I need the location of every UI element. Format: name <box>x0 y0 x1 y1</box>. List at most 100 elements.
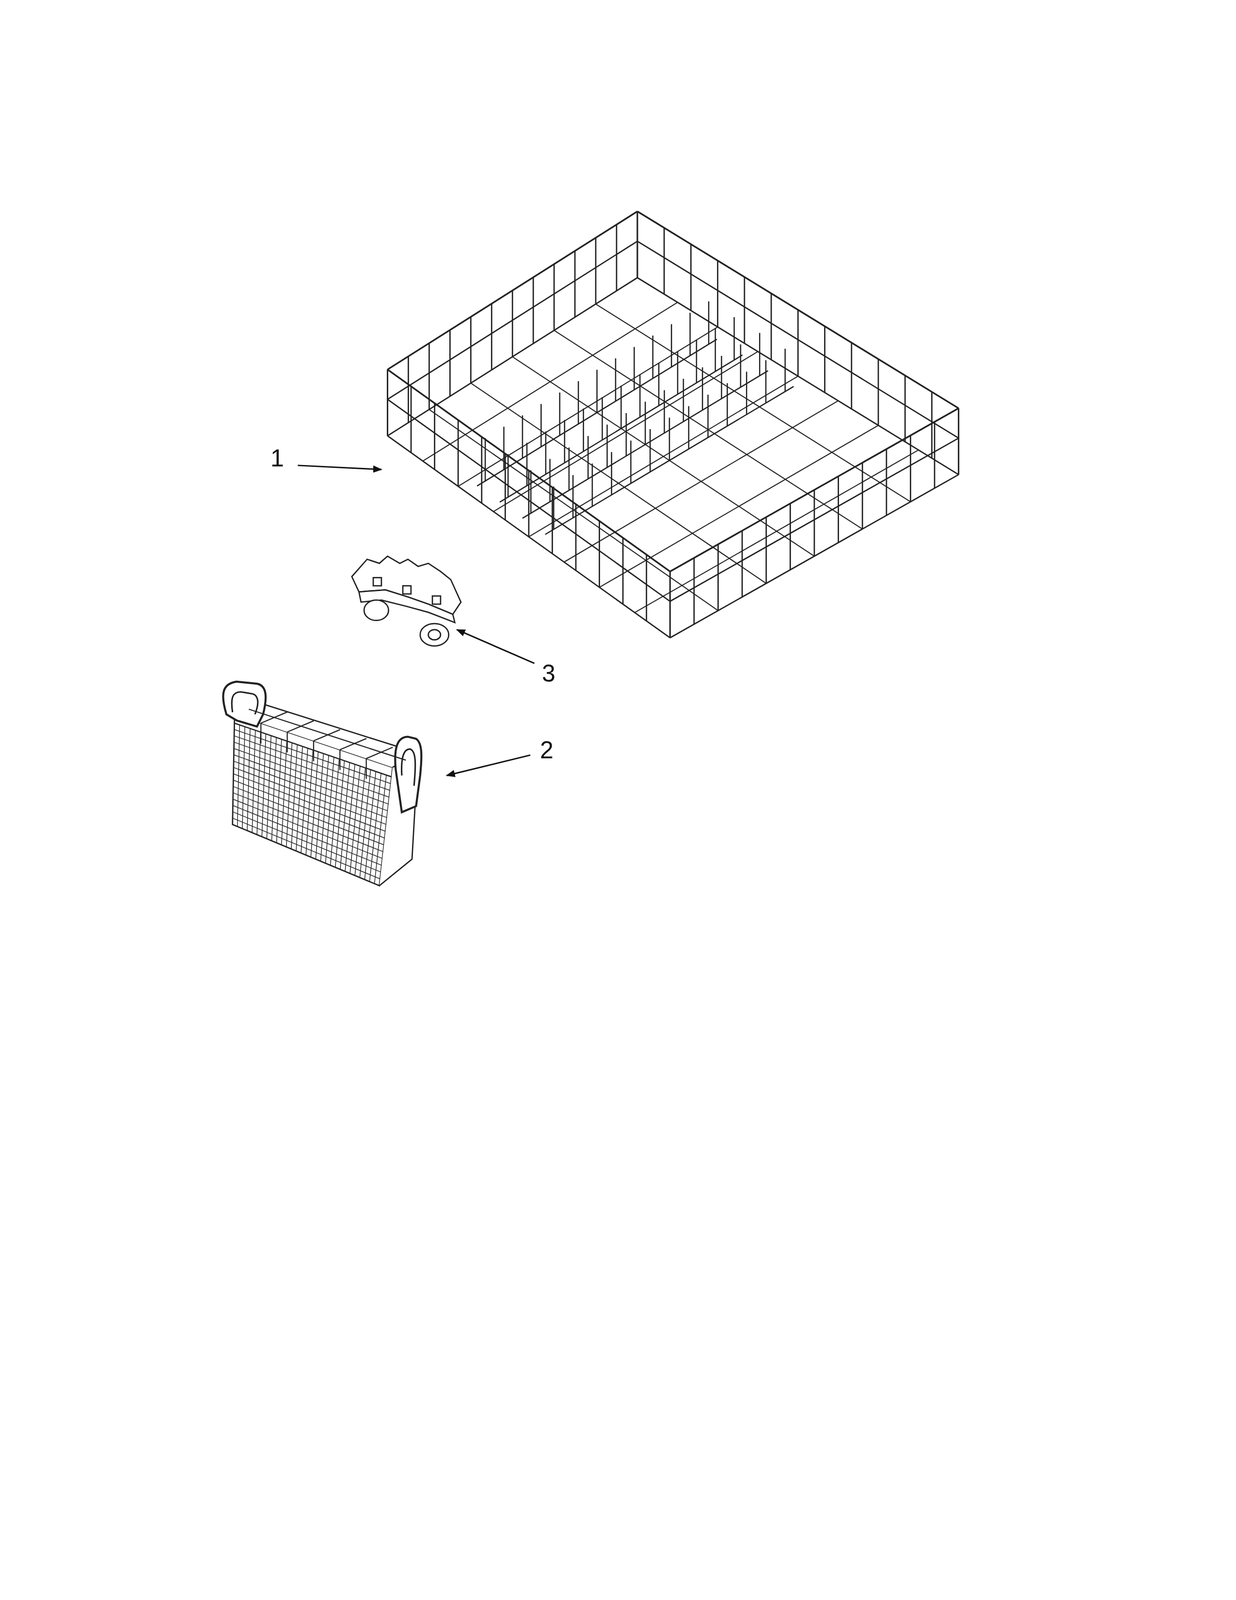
wire <box>286 731 288 753</box>
silverware-basket <box>222 681 422 886</box>
wire <box>595 303 911 502</box>
wire <box>386 369 389 436</box>
wire <box>670 324 673 367</box>
wire <box>957 408 960 475</box>
wire <box>797 309 799 377</box>
wire <box>707 394 709 438</box>
rack-roller <box>351 555 461 646</box>
wire <box>407 356 410 423</box>
wire <box>572 475 574 518</box>
callout-number: 3 <box>539 660 558 687</box>
wire <box>717 544 719 611</box>
wire <box>957 408 960 475</box>
wire <box>601 396 603 440</box>
wire <box>622 537 624 604</box>
wire <box>663 390 666 433</box>
wire <box>637 241 959 439</box>
wire <box>532 277 535 344</box>
wire <box>934 421 936 489</box>
wire <box>636 211 639 278</box>
wire <box>365 758 367 779</box>
wire <box>765 360 767 403</box>
wire <box>428 409 718 611</box>
wire <box>598 521 601 588</box>
wire <box>540 403 542 447</box>
wire <box>741 530 744 598</box>
wire <box>499 354 743 503</box>
wire <box>551 487 554 554</box>
wire <box>616 224 618 291</box>
wire <box>232 817 381 879</box>
wire <box>545 386 794 535</box>
wire <box>784 348 787 392</box>
wire <box>861 462 864 529</box>
wire <box>339 749 341 770</box>
wire <box>587 435 589 479</box>
wire <box>688 406 690 449</box>
leader-lines <box>297 465 535 776</box>
wire <box>770 293 773 360</box>
wire <box>504 453 507 521</box>
wire <box>491 303 493 370</box>
callout-number: 2 <box>538 736 556 763</box>
wire <box>260 723 262 744</box>
wire <box>387 369 671 572</box>
wire <box>387 241 638 400</box>
wire <box>559 392 561 436</box>
wire <box>633 347 635 390</box>
wire <box>765 517 767 584</box>
wire <box>410 386 412 453</box>
wire <box>644 401 647 444</box>
wire <box>528 470 530 537</box>
wire <box>554 330 863 529</box>
wire <box>503 426 505 470</box>
wire <box>564 419 566 463</box>
wire <box>658 362 660 406</box>
lower-rack <box>387 211 959 638</box>
wire <box>645 554 648 621</box>
wire <box>522 370 769 519</box>
callout-number: 1 <box>268 444 286 472</box>
wire <box>507 454 509 497</box>
wire <box>636 211 639 278</box>
wire <box>522 415 524 459</box>
wire <box>630 440 632 484</box>
wire <box>668 417 671 460</box>
wire <box>620 385 622 429</box>
wire <box>904 375 906 442</box>
wire <box>813 489 816 556</box>
wire <box>625 412 628 456</box>
wire <box>591 463 594 507</box>
wire <box>850 342 853 410</box>
wire <box>649 428 651 472</box>
wire <box>716 260 719 328</box>
wire <box>639 374 641 417</box>
wire <box>232 805 382 865</box>
wire <box>553 264 555 331</box>
wire <box>476 339 717 487</box>
wire <box>232 811 381 872</box>
wire <box>669 474 959 638</box>
wire <box>931 391 933 459</box>
wire <box>574 251 576 318</box>
wire <box>248 709 406 761</box>
wire <box>789 503 792 570</box>
wire <box>526 442 528 486</box>
wire <box>701 367 704 411</box>
wire <box>470 316 472 383</box>
wire <box>885 448 888 516</box>
wire <box>449 330 451 397</box>
wire <box>714 328 717 372</box>
wire <box>677 351 679 395</box>
wire <box>568 447 571 491</box>
wire <box>740 344 742 387</box>
wire <box>909 435 912 502</box>
wire <box>512 356 815 556</box>
wire <box>696 339 698 383</box>
wire <box>745 371 748 415</box>
wire <box>690 244 692 311</box>
wire <box>387 211 638 370</box>
wire <box>606 424 608 468</box>
wire <box>733 316 735 360</box>
